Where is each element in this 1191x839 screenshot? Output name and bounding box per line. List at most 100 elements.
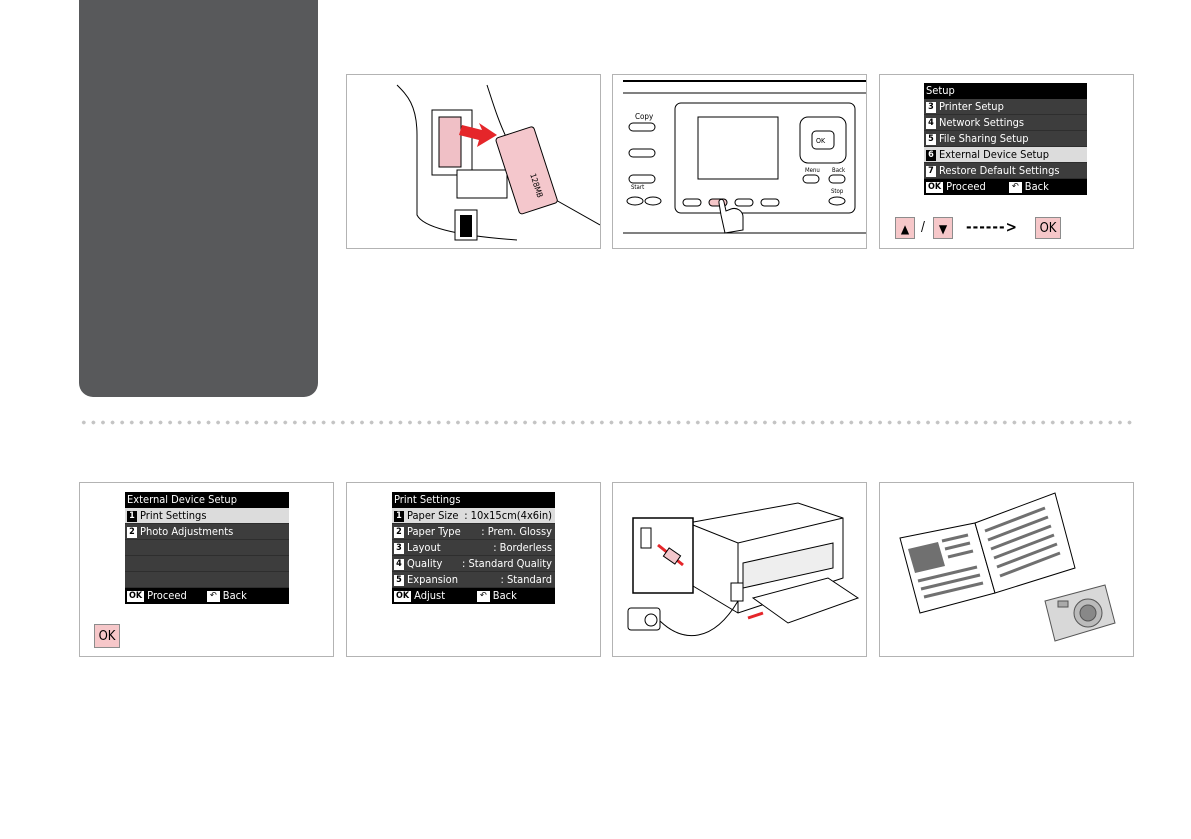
camera-connect-panel — [612, 482, 867, 657]
back-label: Back — [492, 589, 517, 602]
menu-item-label: Print Settings — [140, 509, 207, 522]
stop-label: Stop — [831, 188, 844, 195]
back-button[interactable] — [828, 174, 846, 184]
start-color-button[interactable] — [644, 196, 662, 206]
back-label: Back — [222, 589, 247, 602]
start-bw-button[interactable] — [626, 196, 644, 206]
proceed-label: Proceed — [946, 180, 986, 193]
ok-label: OK — [816, 137, 826, 145]
adjust-label: Adjust — [414, 589, 446, 602]
menu-item-label: Photo Adjustments — [140, 525, 234, 538]
memory-card-slot-illustration: 128MB — [396, 84, 600, 241]
ok-key[interactable]: OK — [1035, 217, 1061, 239]
insert-arrow-icon — [459, 123, 497, 147]
menu-item-number: 2 — [127, 527, 137, 538]
menu-item-label: Network Settings — [939, 116, 1025, 129]
proceed-label: Proceed — [147, 589, 187, 602]
section-divider — [79, 420, 1135, 425]
menu-item-number: 3 — [926, 102, 936, 113]
print-settings-title: Print Settings — [392, 492, 555, 508]
ok-key-icon: OK — [127, 591, 145, 602]
menu-row — [125, 540, 289, 556]
photo-button[interactable] — [628, 148, 656, 158]
menu-item-label: Paper Size — [407, 509, 459, 522]
ok-key-icon: OK — [926, 182, 944, 193]
card-insert-panel: 128MB — [346, 74, 601, 249]
menu-item-value: : 10x15cm(4x6in) — [464, 509, 552, 522]
setup-button[interactable] — [628, 174, 656, 184]
control-panel-panel: Copy Start OK Menu Back Stop — [612, 74, 867, 249]
key-separator: / — [921, 220, 925, 235]
up-arrow-key[interactable]: ▲ — [895, 217, 915, 239]
menu-row — [125, 572, 289, 588]
back-key-icon: ↶ — [207, 591, 220, 602]
external-title: External Device Setup — [125, 492, 289, 508]
menu-item-number: 5 — [926, 134, 936, 145]
back-label: Back — [1024, 180, 1049, 193]
down-arrow-key[interactable]: ▼ — [933, 217, 953, 239]
menu-item-label: Quality — [407, 557, 443, 570]
stop-button[interactable] — [828, 196, 846, 206]
ok-key-icon: OK — [394, 591, 412, 602]
lcd-screen — [697, 116, 779, 180]
menu-item-number: 1 — [127, 511, 137, 522]
menu-item-label: External Device Setup — [939, 148, 1049, 161]
menu-label: Menu — [805, 167, 820, 174]
back-key-icon: ↶ — [477, 591, 490, 602]
ok-button[interactable] — [811, 130, 835, 150]
menu-item-number: 4 — [926, 118, 936, 129]
start-label: Start — [631, 184, 644, 191]
setup-title: Setup — [924, 83, 1087, 99]
menu-item-number: 3 — [394, 543, 404, 554]
pointing-hand-icon — [718, 199, 744, 234]
menu-item-label: Expansion — [407, 573, 458, 586]
menu-item-label: File Sharing Setup — [939, 132, 1029, 145]
ok-key[interactable]: OK — [94, 624, 120, 648]
control-panel-illustration: Copy Start OK Menu Back Stop — [623, 80, 866, 234]
menu-item-label: Layout — [407, 541, 441, 554]
menu-item-label: Paper Type — [407, 525, 461, 538]
menu-item-label: Printer Setup — [939, 100, 1004, 113]
next-step-arrow: ------> — [966, 218, 1018, 236]
copy-button[interactable] — [628, 122, 656, 132]
menu-item-value: : Borderless — [493, 541, 552, 554]
manual-and-camera-illustration — [899, 492, 1116, 642]
menu-item-number: 5 — [394, 575, 404, 586]
menu-item-value: : Standard — [500, 573, 552, 586]
menu-row — [125, 556, 289, 572]
camera-printer-illustration — [627, 502, 860, 636]
copy-label: Copy — [635, 112, 654, 121]
menu-item-number: 2 — [394, 527, 404, 538]
section-sidebar — [79, 0, 318, 397]
manual-camera-panel — [879, 482, 1134, 657]
menu-item-number: 7 — [926, 166, 936, 177]
camera-icon — [1044, 584, 1116, 642]
menu-item-value: : Standard Quality — [462, 557, 552, 570]
menu-item-number: 1 — [394, 511, 404, 522]
menu-item-value: : Prem. Glossy — [481, 525, 552, 538]
menu-item-number: 6 — [926, 150, 936, 161]
menu-item-label: Restore Default Settings — [939, 164, 1060, 177]
menu-button[interactable] — [802, 174, 820, 184]
